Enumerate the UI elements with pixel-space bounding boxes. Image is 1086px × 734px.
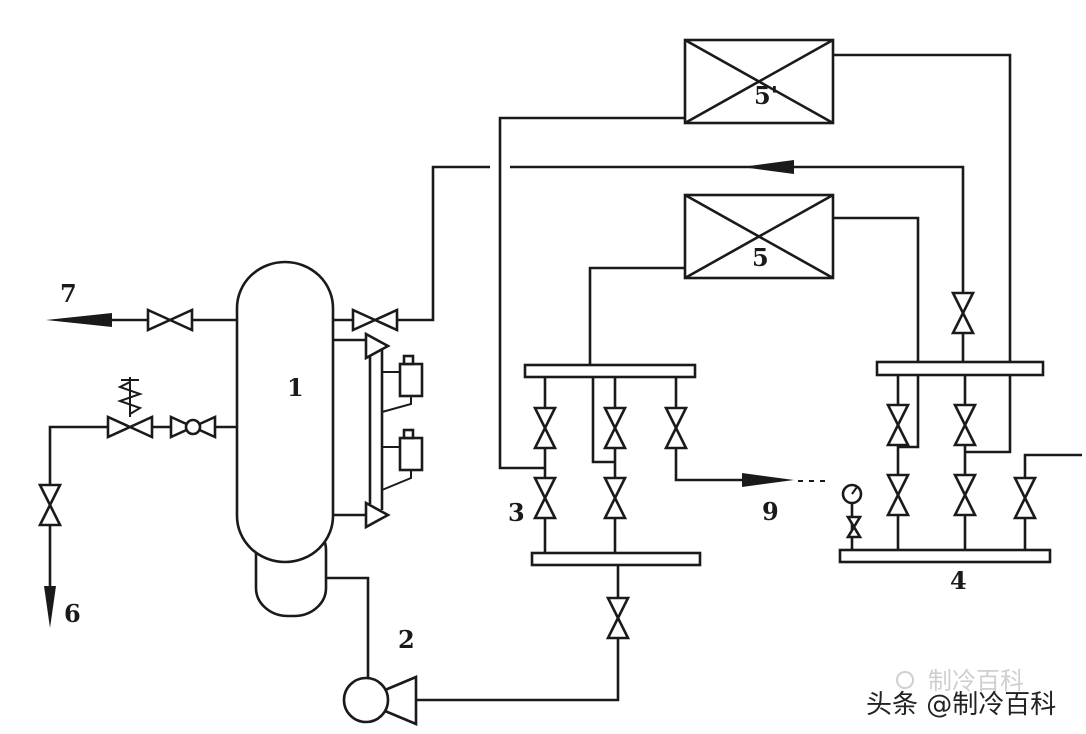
label-header-right: 4: [950, 566, 967, 595]
label-evaporator-upper: 5': [754, 81, 778, 110]
pump: [342, 675, 418, 726]
pipe-evaporator-lower-right: [833, 216, 920, 449]
pipe-line-6: [48, 425, 237, 590]
arrow-line-6: [44, 586, 56, 628]
valve: [953, 403, 977, 447]
label-line-6: 6: [64, 599, 81, 628]
valve: [106, 415, 154, 439]
pipe-evaporator-upper-left: [498, 116, 685, 470]
valve: [886, 473, 910, 517]
level-column-top-cap: [364, 331, 391, 361]
valve: [664, 406, 688, 450]
header-4-top: [875, 360, 1045, 377]
label-vessel: 1: [287, 373, 304, 402]
pipe-vessel-top-outlet: [333, 165, 490, 322]
level-column-bottom-cap: [364, 500, 391, 530]
header-4-bottom: [838, 548, 1052, 564]
valve: [38, 483, 62, 527]
vessel-shell: [235, 260, 335, 564]
valve: [606, 596, 630, 640]
pipe-pump-discharge: [415, 565, 620, 702]
valve: [533, 406, 557, 450]
relief-valve-spring-icon: [116, 381, 144, 415]
label-line-7: 7: [60, 279, 77, 308]
relief-valve: [106, 377, 154, 439]
label-line-9: 9: [762, 497, 779, 526]
arrow-return-main: [742, 160, 794, 174]
label-header-left: 3: [508, 498, 525, 527]
valve: [846, 515, 862, 539]
header-3-bottom: [530, 551, 702, 567]
valve: [533, 476, 557, 520]
pipe-header-4-branch-c: [1023, 453, 1082, 550]
pipe-pump-suction: [326, 576, 370, 678]
pipe-line-9: [674, 377, 742, 482]
pump-discharge-cone: [383, 675, 418, 726]
valve: [1013, 476, 1037, 520]
valve: [953, 473, 977, 517]
arrow-line-7: [46, 313, 112, 327]
valve: [603, 476, 627, 520]
arrow-line-9: [742, 473, 794, 487]
evaporator-upper: [683, 38, 835, 125]
valves: [38, 291, 1037, 640]
label-pump: 2: [398, 625, 415, 654]
valve: [603, 406, 627, 450]
pipe-evaporator-lower-left: [588, 266, 685, 365]
ball-valve-ball-icon: [184, 418, 202, 436]
pipe-switch-upper-link: [381, 371, 412, 413]
evaporator-upper-cross: [684, 38, 834, 125]
pump-casing: [342, 676, 390, 724]
swirl-logo-icon: [896, 671, 914, 689]
pressure-gauge: [841, 483, 863, 505]
label-evaporator-lower: 5: [752, 243, 769, 272]
evaporator-lower: [683, 193, 835, 280]
pipe-switch-lower-link: [381, 446, 412, 491]
pressure-gauge-needle: [851, 486, 858, 495]
level-switch-upper: [398, 362, 424, 398]
labels: 7 6 1 2 3 9 4 5 5': [60, 81, 967, 654]
watermark-faint-text: 制冷百科: [928, 667, 1024, 695]
valve: [351, 308, 399, 332]
level-switch-lower: [398, 436, 424, 472]
pipe-evaporator-upper-right: [833, 53, 1012, 454]
watermark: 制冷百科 头条 @制冷百科: [866, 667, 1056, 720]
ball-valve: [169, 415, 217, 439]
pipe-header-3-branch-c: [591, 377, 615, 464]
evaporator-lower-cross: [684, 193, 834, 280]
headers: [523, 360, 1052, 567]
watermark-text: 头条 @制冷百科: [866, 690, 1056, 720]
level-switch-upper-cap: [402, 354, 415, 366]
separator-vessel: [235, 260, 335, 618]
flow-arrows: [44, 160, 794, 628]
valve: [951, 291, 975, 335]
header-3-top: [523, 363, 697, 379]
level-controls: [364, 331, 424, 530]
valve: [146, 308, 194, 332]
level-switch-lower-cap: [402, 428, 415, 440]
valve: [886, 403, 910, 447]
